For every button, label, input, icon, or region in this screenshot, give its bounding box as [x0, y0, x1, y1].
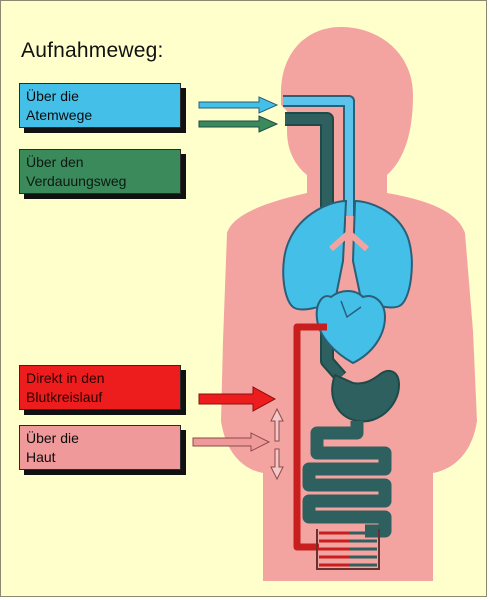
- capillary-network: [316, 529, 380, 570]
- route-box-blutkreislauf: Direkt in den Blutkreislauf: [19, 365, 181, 410]
- heart: [315, 290, 387, 365]
- route-box-haut: Über die Haut: [19, 425, 181, 470]
- arrow-haut: [192, 432, 271, 452]
- route-box-verdauungsweg: Über den Verdauungsweg: [19, 149, 181, 194]
- route-box-atemwege: Über die Atemwege: [19, 83, 181, 128]
- arrow-blutkreislauf: [198, 386, 277, 412]
- diagram-title: Aufnahmeweg:: [21, 39, 164, 62]
- blood-vessel: [293, 323, 327, 551]
- stomach: [331, 369, 401, 423]
- skin-penetration-arrow: [270, 407, 284, 481]
- arrow-atemwege: [198, 96, 279, 114]
- arrow-verdauungsweg: [198, 115, 279, 133]
- intestine: [302, 421, 392, 538]
